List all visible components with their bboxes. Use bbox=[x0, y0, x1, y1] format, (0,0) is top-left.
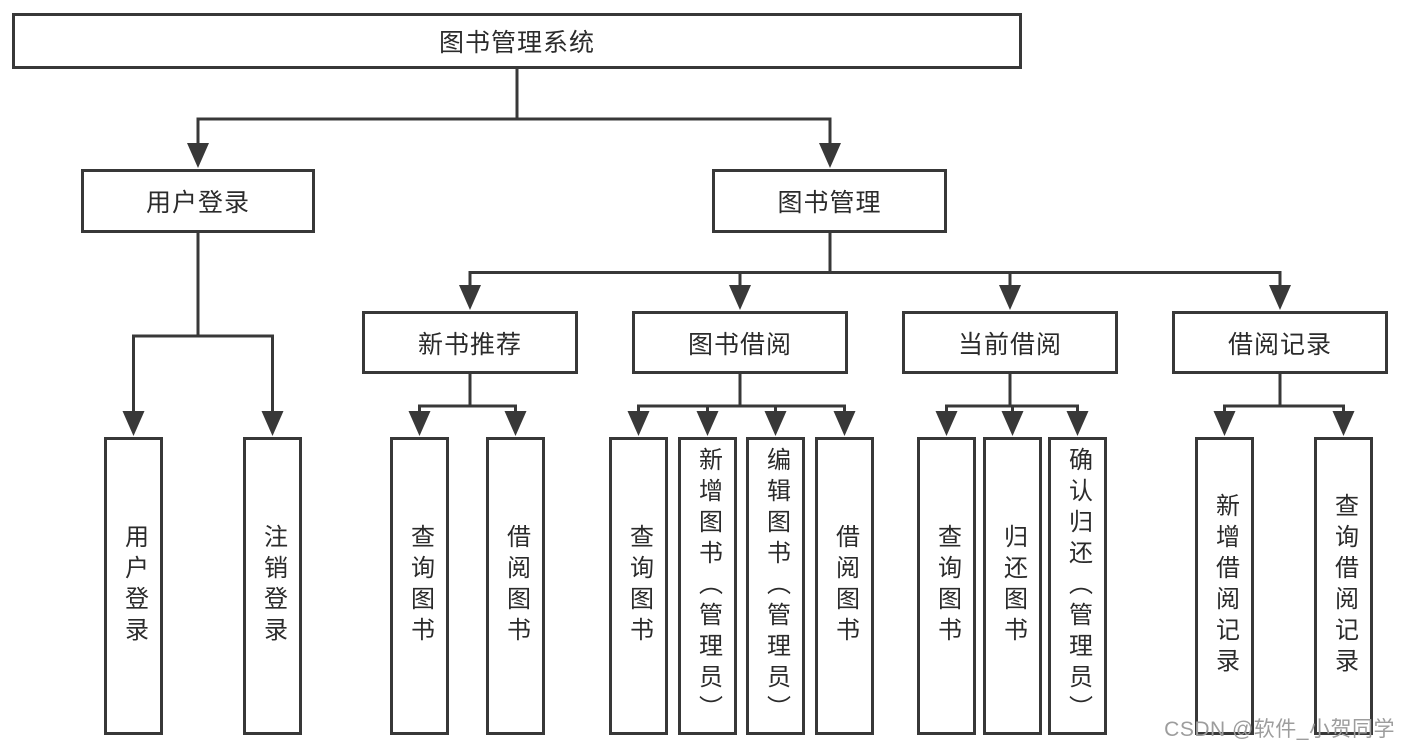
leaf-query-borrow-record: 查询借阅记录 bbox=[1314, 437, 1373, 735]
node-label: 编辑图书（管理员） bbox=[762, 446, 790, 726]
leaf-query-books-borrowing: 查询图书 bbox=[609, 437, 668, 735]
leaf-logout: 注销登录 bbox=[243, 437, 302, 735]
arrowheads bbox=[122, 143, 1355, 436]
node-current-borrowing: 当前借阅 bbox=[902, 311, 1118, 374]
node-label: 新书推荐 bbox=[417, 330, 522, 359]
node-label: 确认归还（管理员） bbox=[1064, 446, 1092, 726]
csdn-watermark: CSDN @软件_小贺同学 bbox=[1164, 718, 1395, 741]
node-label: 注销登录 bbox=[259, 524, 287, 648]
node-book-borrowing: 图书借阅 bbox=[632, 311, 848, 374]
node-label: 新增图书（管理员） bbox=[694, 446, 722, 726]
leaf-query-books-recommend: 查询图书 bbox=[390, 437, 449, 735]
node-label: 借阅图书 bbox=[831, 524, 859, 648]
leaf-user-login: 用户登录 bbox=[104, 437, 163, 735]
node-label: 借阅记录 bbox=[1227, 330, 1332, 359]
node-label: 用户登录 bbox=[120, 524, 148, 648]
node-label: 查询图书 bbox=[625, 524, 653, 648]
node-user-login: 用户登录 bbox=[81, 169, 315, 233]
leaf-borrow-books-borrowing: 借阅图书 bbox=[815, 437, 874, 735]
leaf-edit-books-admin: 编辑图书（管理员） bbox=[746, 437, 805, 735]
node-label: 图书管理 bbox=[777, 189, 882, 217]
leaf-return-books: 归还图书 bbox=[983, 437, 1042, 735]
node-book-management: 图书管理 bbox=[712, 169, 947, 233]
node-label: 借阅图书 bbox=[502, 524, 530, 648]
node-label: 查询图书 bbox=[406, 524, 434, 648]
node-label: 查询图书 bbox=[933, 524, 961, 648]
node-label: 归还图书 bbox=[999, 524, 1027, 648]
leaf-borrow-books-recommend: 借阅图书 bbox=[486, 437, 545, 735]
leaf-add-books-admin: 新增图书（管理员） bbox=[678, 437, 737, 735]
node-library-management-system: 图书管理系统 bbox=[12, 13, 1022, 69]
leaf-confirm-return-admin: 确认归还（管理员） bbox=[1048, 437, 1107, 735]
leaf-query-books-current: 查询图书 bbox=[917, 437, 976, 735]
node-borrowing-records: 借阅记录 bbox=[1172, 311, 1388, 374]
node-label: 新增借阅记录 bbox=[1211, 493, 1239, 679]
node-new-book-recommendation: 新书推荐 bbox=[362, 311, 578, 374]
leaf-add-borrow-record: 新增借阅记录 bbox=[1195, 437, 1254, 735]
node-label: 用户登录 bbox=[145, 189, 250, 217]
node-label: 图书借阅 bbox=[687, 330, 792, 359]
node-label: 图书管理系统 bbox=[438, 29, 595, 57]
node-label: 查询借阅记录 bbox=[1330, 493, 1358, 679]
node-label: 当前借阅 bbox=[957, 330, 1062, 359]
